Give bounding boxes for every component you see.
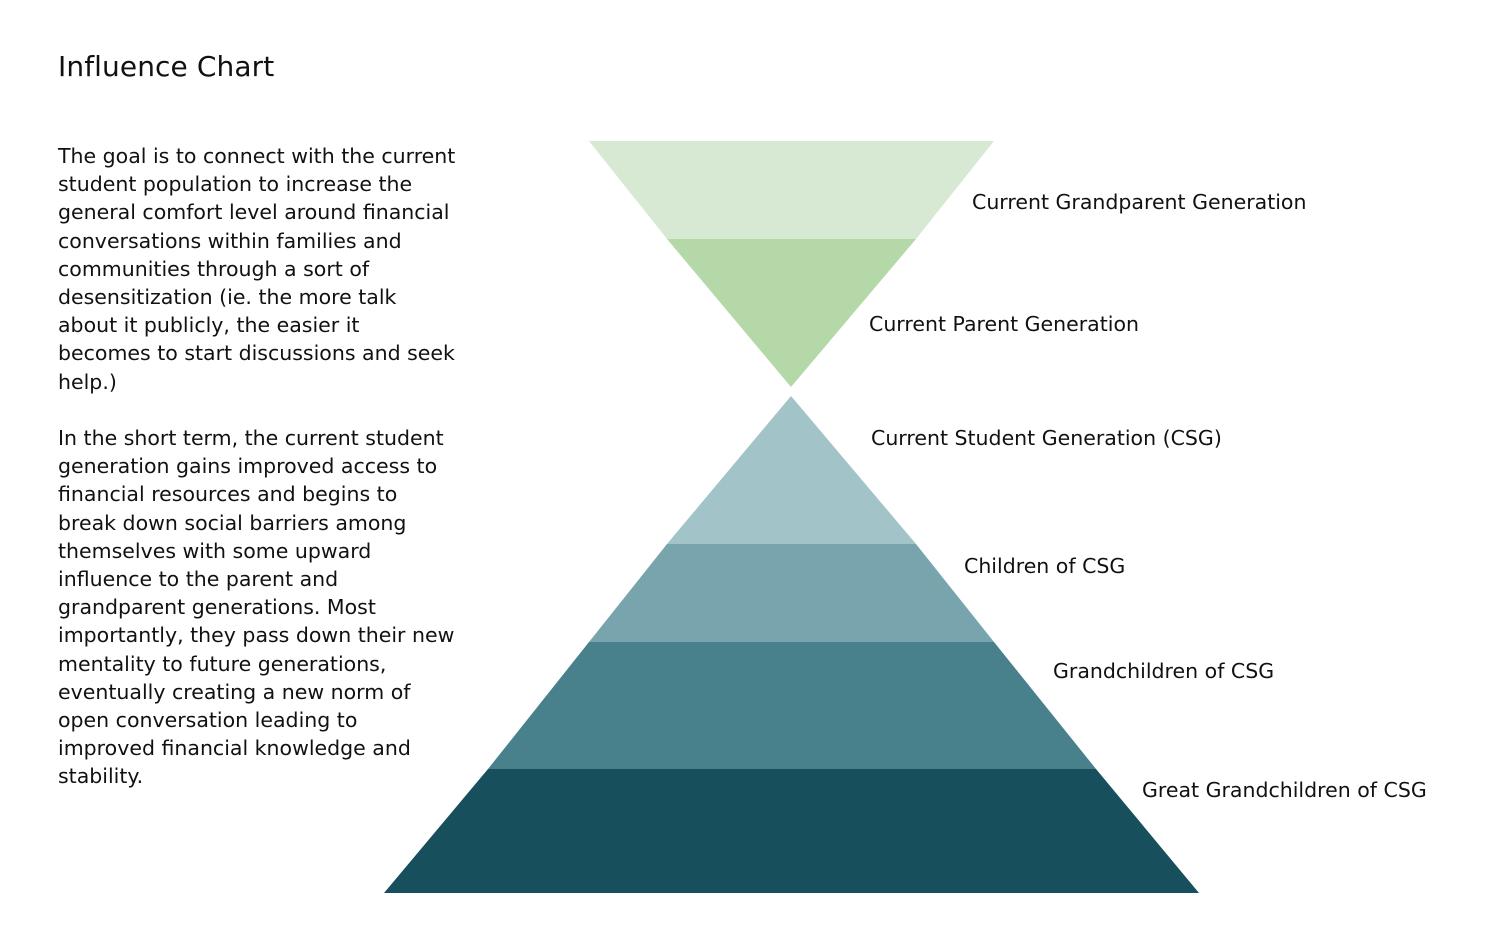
label-current-student-generation: Current Student Generation (CSG): [871, 426, 1222, 450]
short-term-paragraph: In the short term, the current student g…: [58, 426, 455, 789]
segment-current-grandparent-generation: [589, 141, 994, 239]
label-children-of-csg: Children of CSG: [964, 554, 1126, 578]
label-grandchildren-of-csg: Grandchildren of CSG: [1053, 659, 1275, 683]
label-current-parent-generation: Current Parent Generation: [869, 312, 1140, 336]
segment-current-student-generation: [667, 396, 916, 544]
label-great-grandchildren-of-csg: Great Grandchildren of CSG: [1142, 778, 1427, 802]
page-title: Influence Chart: [58, 50, 275, 83]
segment-current-parent-generation: [667, 239, 916, 387]
label-current-grandparent-generation: Current Grandparent Generation: [972, 190, 1307, 214]
intro-paragraph: The goal is to connect with the current …: [58, 144, 456, 394]
segment-children-of-csg: [589, 544, 994, 642]
segment-great-grandchildren-of-csg: [384, 769, 1199, 893]
segment-grandchildren-of-csg: [488, 642, 1096, 769]
